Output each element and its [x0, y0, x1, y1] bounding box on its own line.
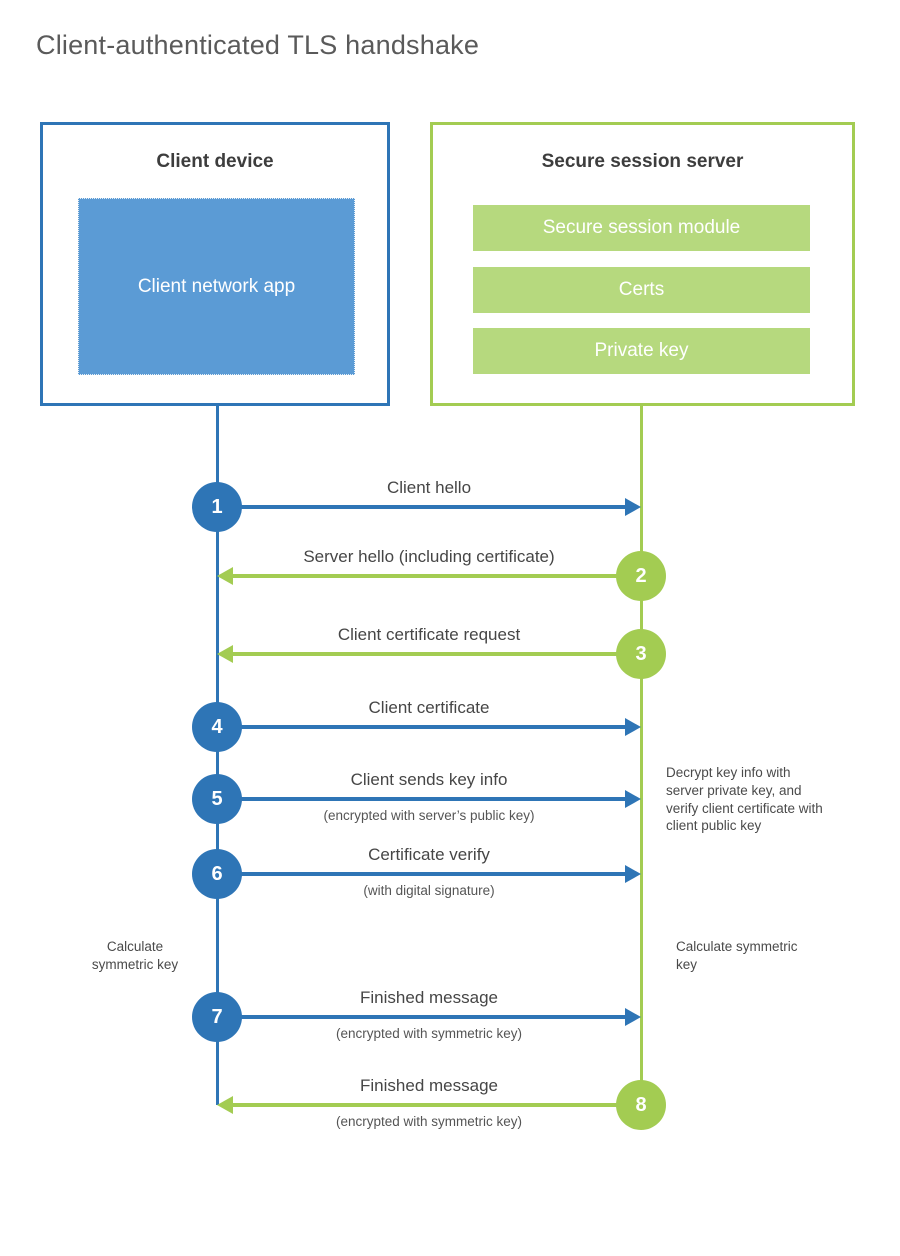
- server-module-bar: Secure session module: [473, 205, 810, 251]
- secure-session-server-box: Secure session server Secure session mod…: [430, 122, 855, 406]
- client-network-app-label: Client network app: [137, 275, 296, 297]
- arrow-line: [217, 505, 629, 509]
- step-number-badge: 8: [616, 1080, 666, 1130]
- arrow-line: [217, 797, 629, 801]
- client-lifeline: [216, 405, 219, 1105]
- message-label: Finished message: [360, 988, 498, 1007]
- arrow-right-icon: [625, 865, 641, 883]
- arrow-right-icon: [625, 790, 641, 808]
- arrow-right-icon: [625, 1008, 641, 1026]
- server-lifeline: [640, 405, 643, 1105]
- arrow-left-icon: [217, 567, 233, 585]
- step-number-badge: 5: [192, 774, 242, 824]
- arrow-line: [217, 725, 629, 729]
- client-device-header: Client device: [156, 151, 274, 172]
- client-device-box: Client device Client network app: [40, 122, 390, 406]
- arrow-line: [229, 1103, 641, 1107]
- step-number-badge: 1: [192, 482, 242, 532]
- arrow-left-icon: [217, 645, 233, 663]
- client-network-app-rect: Client network app: [78, 198, 355, 375]
- arrow-line: [217, 1015, 629, 1019]
- message-label: Client certificate request: [337, 625, 521, 644]
- calculate-symmetric-key-note-server: Calculate symmetric key: [676, 939, 798, 972]
- message-label: Finished message: [360, 1076, 498, 1095]
- step-number-badge: 2: [616, 551, 666, 601]
- step-number-badge: 7: [192, 992, 242, 1042]
- message-label: Client certificate: [368, 698, 490, 717]
- step-number-badge: 4: [192, 702, 242, 752]
- step-number-badge: 6: [192, 849, 242, 899]
- message-sublabel: (with digital signature): [363, 883, 495, 898]
- message-label: Server hello (including certificate): [303, 547, 555, 566]
- arrow-left-icon: [217, 1096, 233, 1114]
- arrow-right-icon: [625, 498, 641, 516]
- page-title: Client-authenticated TLS handshake: [36, 30, 480, 60]
- message-sublabel: (encrypted with symmetric key): [335, 1114, 523, 1129]
- decrypt-key-note: Decrypt key info with server private key…: [666, 765, 823, 834]
- server-module-bar: Private key: [473, 328, 810, 374]
- message-label: Client hello: [386, 478, 472, 497]
- arrow-line: [217, 872, 629, 876]
- message-label: Certificate verify: [368, 845, 490, 864]
- secure-session-server-header: Secure session server: [541, 151, 744, 172]
- server-module-bar: Certs: [473, 267, 810, 313]
- arrow-line: [229, 574, 641, 578]
- message-sublabel: (encrypted with server’s public key): [323, 808, 535, 823]
- step-number-badge: 3: [616, 629, 666, 679]
- message-label: Client sends key info: [350, 770, 508, 789]
- arrow-line: [229, 652, 641, 656]
- arrow-right-icon: [625, 718, 641, 736]
- message-sublabel: (encrypted with symmetric key): [335, 1026, 523, 1041]
- calculate-symmetric-key-note-client: Calculate symmetric key: [91, 939, 179, 972]
